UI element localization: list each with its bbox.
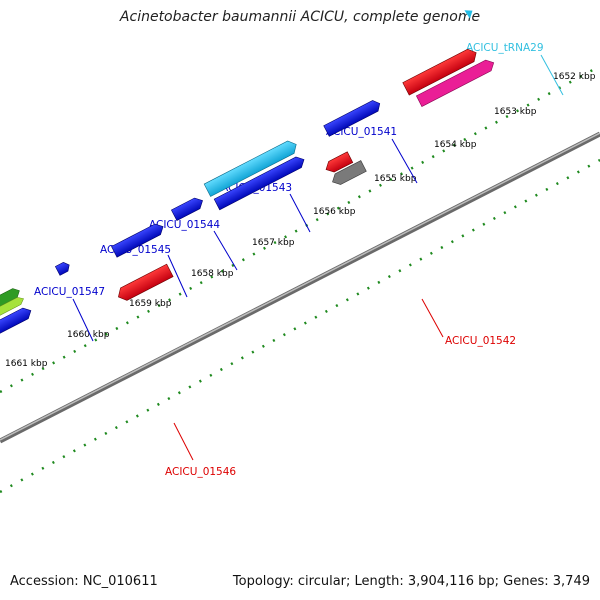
- feature-acicu-01546[interactable]: [115, 263, 174, 303]
- features: [0, 7, 496, 356]
- tick-label: 1655 kbp: [374, 174, 417, 184]
- gene-labels: ACICU_tRNA29 ACICU_01541 ACICU_01543 ACI…: [34, 42, 544, 478]
- tick-label: 1661 kbp: [5, 359, 48, 369]
- tick-label: 1659 kbp: [129, 299, 172, 309]
- feature-acicu-01544[interactable]: [170, 195, 205, 222]
- gene-label-01542: ACICU_01542: [445, 335, 516, 347]
- feature-acicu-01542-red[interactable]: [323, 151, 354, 175]
- tick-label: 1657 kbp: [252, 238, 295, 248]
- feature-left-blue[interactable]: [0, 305, 34, 356]
- summary-text: Topology: circular; Length: 3,904,116 bp…: [232, 574, 590, 589]
- gene-label-trna29: ACICU_tRNA29: [466, 42, 544, 54]
- tick-label: 1658 kbp: [191, 269, 234, 279]
- gene-label-01546: ACICU_01546: [165, 466, 236, 478]
- feature-right-pink[interactable]: [415, 57, 496, 107]
- map-title: Acinetobacter baumannii ACICU, complete …: [119, 9, 481, 25]
- tick-label: 1656 kbp: [313, 207, 356, 217]
- accession-text: Accession: NC_010611: [10, 574, 158, 589]
- gene-label-01544: ACICU_01544: [149, 219, 220, 231]
- inner-ruler: [0, 158, 600, 494]
- feature-acicu-01543b[interactable]: [213, 154, 307, 211]
- genome-backbone: [0, 131, 600, 444]
- feature-right-red-top[interactable]: [402, 46, 480, 96]
- tick-label: 1654 kbp: [434, 140, 477, 150]
- leader-lines: [72, 54, 564, 461]
- tick-label: 1653 kbp: [494, 107, 537, 117]
- feature-acicu-01543[interactable]: [203, 138, 299, 197]
- tick-label: 1652 kbp: [553, 72, 596, 82]
- feature-acicu-01545[interactable]: [111, 221, 165, 258]
- tick-label: 1660 kbp: [67, 330, 110, 340]
- feature-acicu-01547[interactable]: [54, 261, 71, 276]
- gene-label-01547: ACICU_01547: [34, 286, 105, 298]
- feature-acicu-01542-grey[interactable]: [330, 160, 367, 188]
- feature-acicu-01541[interactable]: [323, 98, 383, 137]
- tick-labels: 1652 kbp 1653 kbp 1654 kbp 1655 kbp 1656…: [5, 72, 596, 369]
- feature-trna29[interactable]: [464, 7, 475, 19]
- feature-left-green[interactable]: [0, 286, 25, 342]
